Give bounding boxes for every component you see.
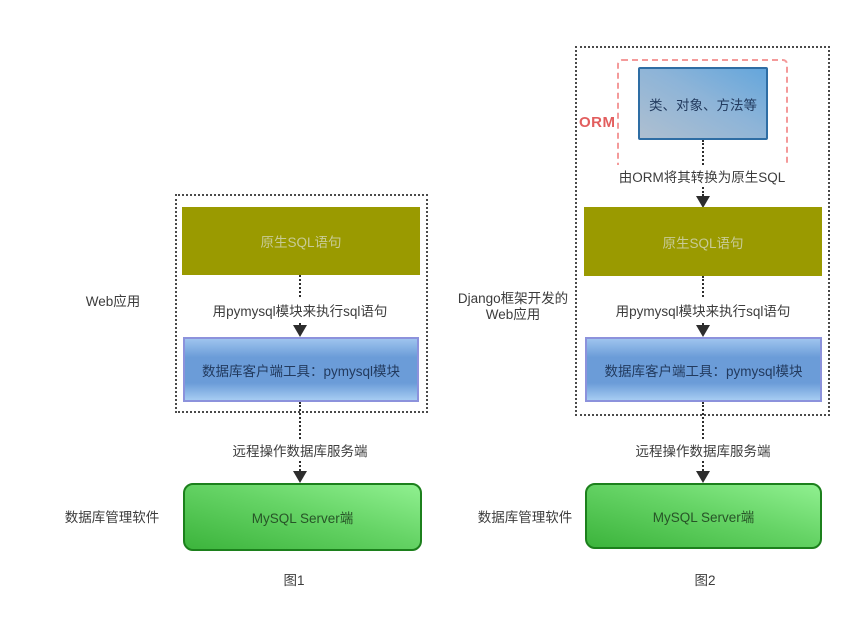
exec-arrow-label-1: 用pymysql模块来执行sql语句 [208, 299, 392, 321]
web-app-side-label: Web应用 [85, 294, 141, 309]
raw-sql-box-2: 原生SQL语句 [584, 207, 822, 276]
arrow-down-icon [293, 325, 307, 337]
dotted-arrow-line [299, 402, 301, 471]
arrow-down-icon [293, 471, 307, 483]
db-software-side-label-2: 数据库管理软件 [477, 510, 573, 525]
orm-tag-label: ORM [579, 114, 616, 131]
mysql-server-box-2: MySQL Server端 [585, 483, 822, 549]
figure-caption-1: 图1 [283, 573, 305, 588]
pymysql-client-box-2: 数据库客户端工具：pymysql模块 [585, 337, 822, 402]
remote-arrow-label-2: 远程操作数据库服务端 [631, 439, 775, 461]
arrow-down-icon [696, 325, 710, 337]
orm-arrow-label: 由ORM将其转换为原生SQL [614, 165, 790, 187]
pymysql-client-box-1: 数据库客户端工具：pymysql模块 [183, 337, 419, 402]
figure-caption-2: 图2 [694, 573, 716, 588]
arrow-down-icon [696, 471, 710, 483]
remote-arrow-label-1: 远程操作数据库服务端 [228, 439, 372, 461]
web-app-boundary-box [175, 194, 428, 413]
raw-sql-box-1: 原生SQL语句 [182, 207, 420, 275]
exec-arrow-label-2: 用pymysql模块来执行sql语句 [611, 299, 795, 321]
dotted-arrow-line [702, 402, 704, 471]
django-side-label-line1: Django框架开发的 [457, 291, 569, 306]
class-object-method-box: 类、对象、方法等 [638, 67, 768, 140]
mysql-server-box-1: MySQL Server端 [183, 483, 422, 551]
arrow-down-icon [696, 196, 710, 208]
db-software-side-label-1: 数据库管理软件 [64, 510, 160, 525]
django-side-label-line2: Web应用 [485, 307, 541, 322]
django-app-side-label: Django框架开发的 Web应用 [451, 291, 575, 323]
